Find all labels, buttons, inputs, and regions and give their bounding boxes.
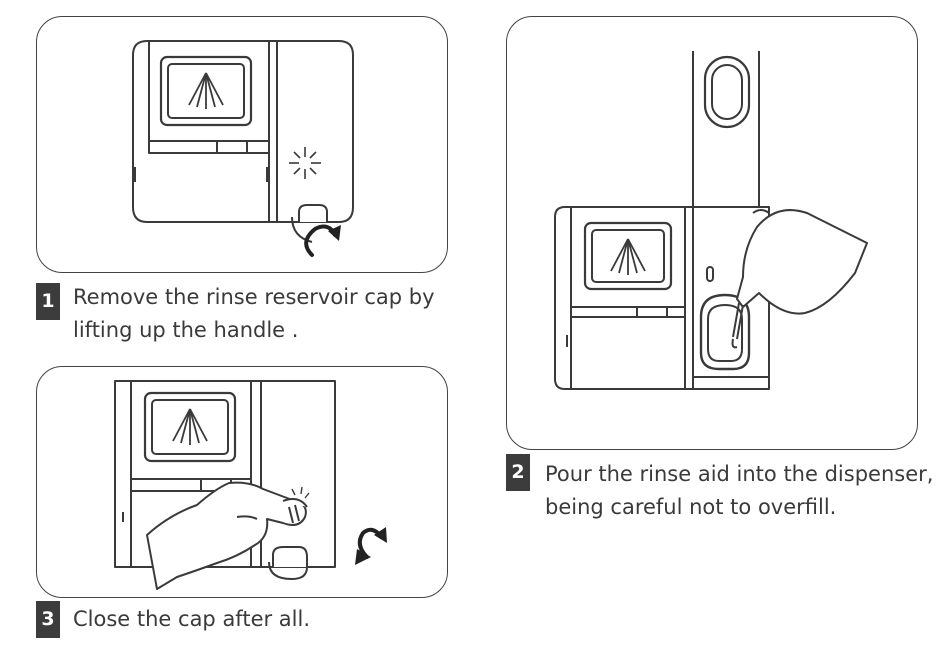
step-3-caption: Close the cap after all. <box>73 603 310 636</box>
step-2-illustration-panel <box>506 16 918 450</box>
rotate-arrow-icon <box>304 224 337 257</box>
spray-icon <box>172 408 208 445</box>
sparkle-icon <box>289 147 321 179</box>
step-1-caption-line-2: lifting up the handle . <box>73 318 299 342</box>
bottle-icon <box>731 209 868 349</box>
step-2-number-badge: 2 <box>506 454 530 491</box>
closing-cap-illustration <box>114 380 387 590</box>
step-1-illustration-panel <box>36 16 448 273</box>
step-2-caption: Pour the rinse aid into the dispenser, b… <box>545 458 933 524</box>
step-3-number-badge: 3 <box>36 601 60 638</box>
hand-icon <box>146 481 308 590</box>
spray-icon <box>188 72 224 109</box>
step-3-caption-line-1: Close the cap after all. <box>73 607 311 631</box>
step-2-caption-line-1: Pour the rinse aid into the dispenser, <box>545 462 934 486</box>
step-1-number-badge: 1 <box>36 283 60 320</box>
step-3-illustration-panel <box>36 366 448 598</box>
rotate-arrow-icon <box>357 527 383 559</box>
pouring-rinse-aid-illustration <box>554 51 868 390</box>
dispenser-cap-open-illustration <box>132 40 354 257</box>
spray-icon <box>610 238 646 275</box>
step-2-caption-line-2: being careful not to overfill. <box>545 495 837 519</box>
step-1-caption-line-1: Remove the rinse reservoir cap by <box>73 285 435 309</box>
step-1-caption: Remove the rinse reservoir cap by liftin… <box>73 281 435 347</box>
